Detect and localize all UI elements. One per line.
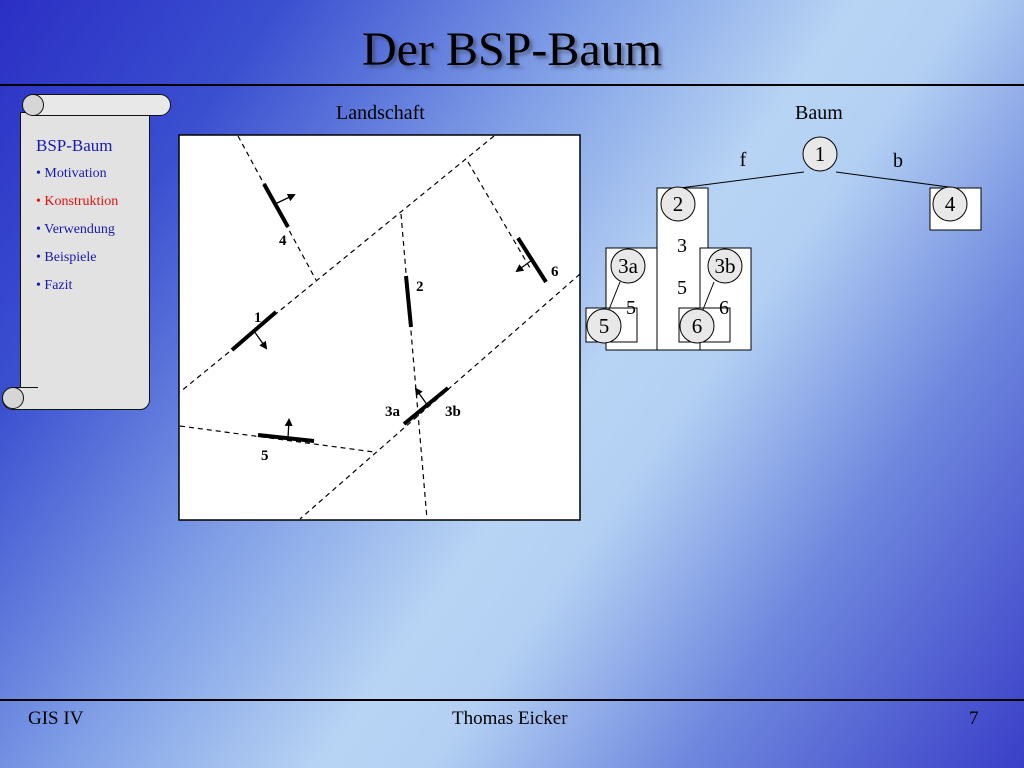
normal-arrow-4 xyxy=(274,193,296,205)
box-list-3: 3 xyxy=(677,235,687,257)
nav-scroll-panel xyxy=(20,112,150,410)
tree-edge-back xyxy=(835,171,957,189)
header-rule xyxy=(0,84,1024,86)
nav-item-konstruktion[interactable]: • Konstruktion xyxy=(36,194,119,209)
nav-item-fazit[interactable]: • Fazit xyxy=(36,278,73,293)
tree-node-label-3b: 3b xyxy=(715,254,736,278)
segment-4 xyxy=(262,183,290,228)
box-list-5: 5 xyxy=(677,277,687,299)
landscape-frame xyxy=(178,134,581,521)
landscape-heading: Landschaft xyxy=(336,102,425,124)
split-line-6 xyxy=(179,425,375,453)
scroll-curl-icon xyxy=(22,94,44,116)
split-line-3 xyxy=(299,273,581,520)
footer-author: Thomas Eicker xyxy=(452,708,568,729)
tree-node-label-4: 4 xyxy=(945,192,956,216)
tree-node-3a[interactable] xyxy=(610,248,646,284)
tree-node-label-6: 6 xyxy=(692,314,703,338)
tree-edge-3b-6 xyxy=(701,281,715,313)
footer-rule xyxy=(0,699,1024,701)
normal-arrow-6 xyxy=(515,259,533,273)
tree-node-1[interactable] xyxy=(802,136,838,172)
nav-item-beispiele[interactable]: • Beispiele xyxy=(36,250,97,265)
segment-label-2: 2 xyxy=(416,279,424,295)
edge-label-back: b xyxy=(893,150,903,172)
split-line-5 xyxy=(467,161,531,269)
normal-arrow-5 xyxy=(284,418,293,439)
segment-label-4: 4 xyxy=(279,233,287,249)
tree-node-2[interactable] xyxy=(660,186,696,222)
nav-item-motivation[interactable]: • Motivation xyxy=(36,166,107,181)
split-line-2 xyxy=(400,213,428,520)
segment-label-3a: 3a xyxy=(385,404,401,420)
tree-node-4[interactable] xyxy=(932,186,968,222)
nav-heading[interactable]: BSP-Baum xyxy=(36,136,113,155)
hidden-entry-6: 6 xyxy=(719,297,729,319)
segment-3 xyxy=(402,386,450,426)
tree-node-5[interactable] xyxy=(586,308,622,344)
normal-arrow-1 xyxy=(253,330,268,350)
tree-node-label-5: 5 xyxy=(599,314,610,338)
tree-edge-3a-5 xyxy=(607,281,621,313)
tree-node-label-3a: 3a xyxy=(618,254,639,278)
scroll-top-roll xyxy=(23,94,171,116)
scroll-curl-bottom-icon xyxy=(2,387,24,409)
segment-5 xyxy=(257,433,315,443)
bsp-tree-diagram: 3 5 5 6 1 2 3a 3b 4 5 6 f b xyxy=(585,136,982,351)
segment-label-1: 1 xyxy=(254,310,262,326)
segment-label-5: 5 xyxy=(261,448,269,464)
tree-node-3b[interactable] xyxy=(707,248,743,284)
tree-node-label-2: 2 xyxy=(673,192,684,216)
segment-label-6: 6 xyxy=(551,264,559,280)
slide-title: Der BSP-Baum xyxy=(362,23,662,76)
landscape-diagram: 1 2 3a 3b 4 5 6 xyxy=(178,134,581,521)
tree-node-6[interactable] xyxy=(679,308,715,344)
segment-label-3b: 3b xyxy=(445,404,461,420)
tree-edge-front xyxy=(679,171,805,189)
edge-label-front: f xyxy=(740,149,747,171)
segment-2 xyxy=(404,275,413,328)
footer-page-number: 7 xyxy=(969,708,979,729)
tree-node-label-1: 1 xyxy=(815,142,826,166)
tree-heading: Baum xyxy=(795,102,843,124)
nav-item-verwendung[interactable]: • Verwendung xyxy=(36,222,115,237)
nav-menu: BSP-Baum • Motivation • Konstruktion • V… xyxy=(36,136,148,306)
normal-arrow-3 xyxy=(414,387,429,407)
hidden-entry-5: 5 xyxy=(626,297,636,319)
footer-course: GIS IV xyxy=(28,708,84,729)
